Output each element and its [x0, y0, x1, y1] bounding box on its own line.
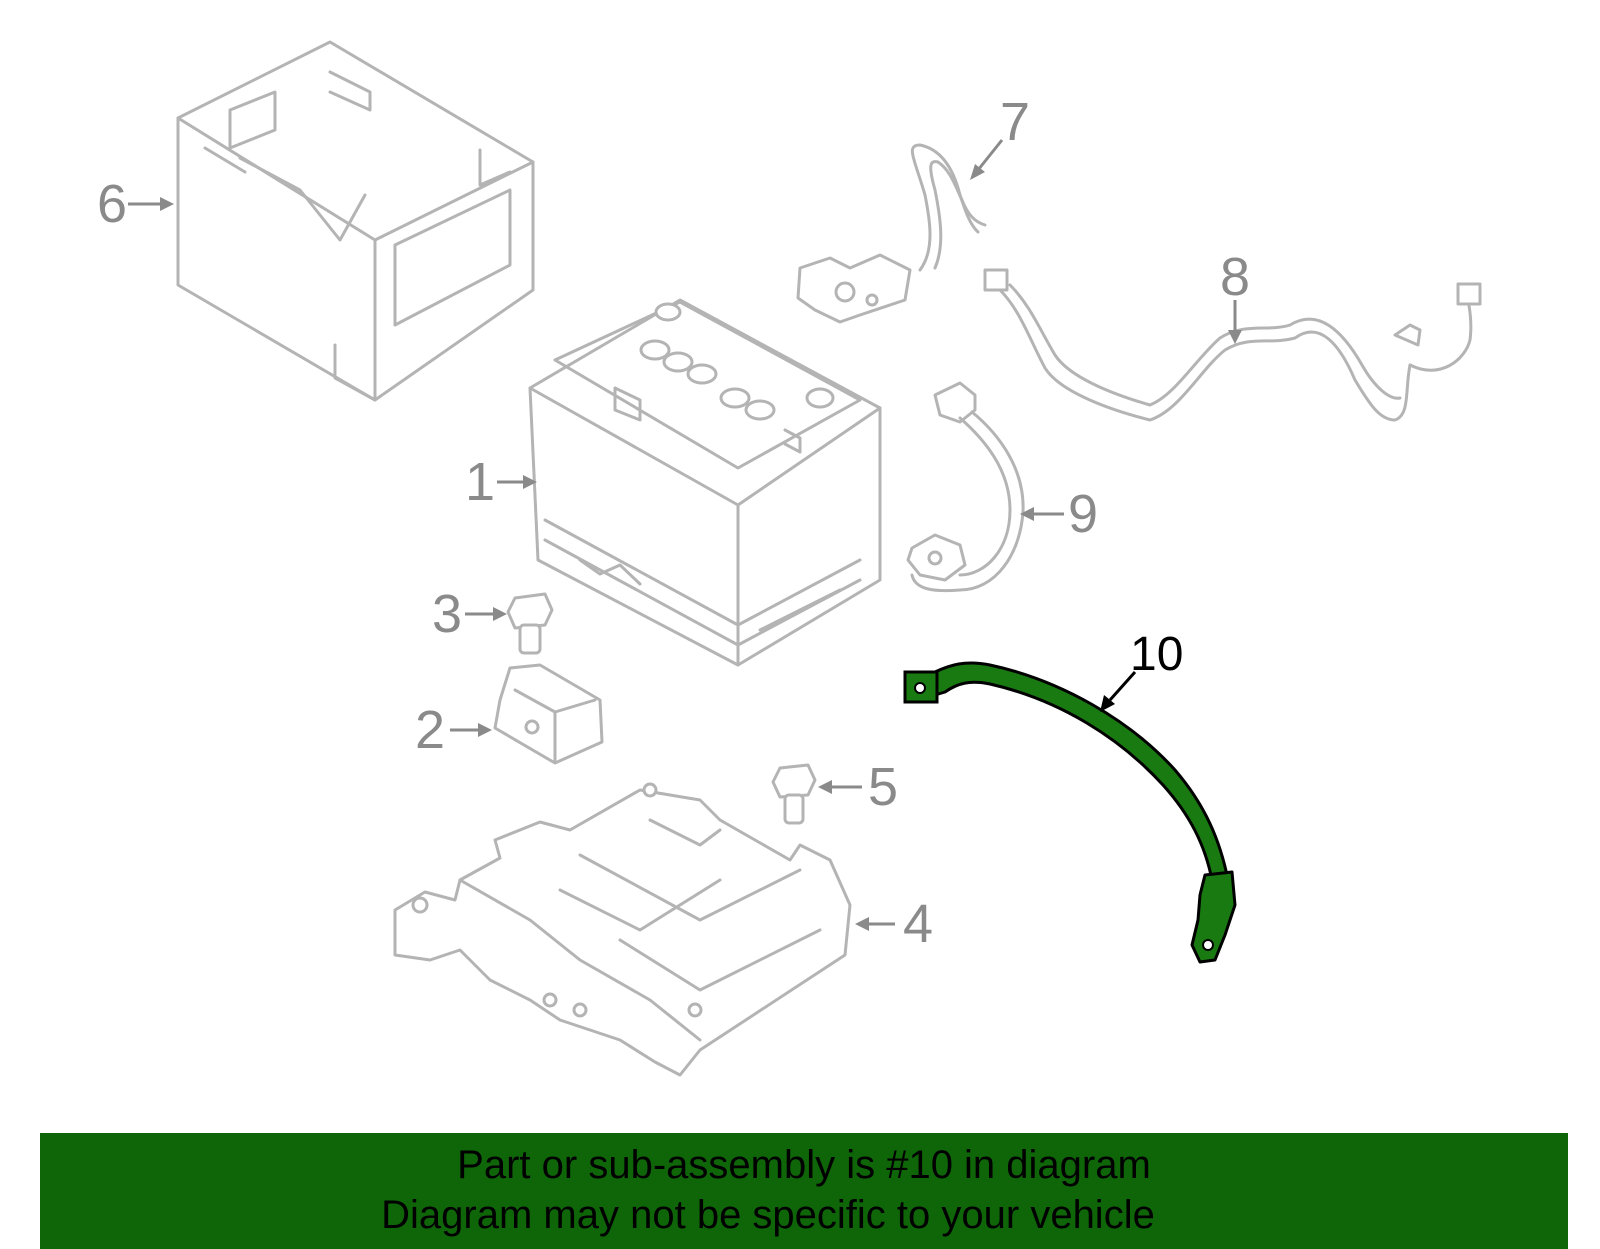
- svg-text:10: 10: [1130, 628, 1183, 681]
- part-battery-tray[interactable]: [393, 782, 852, 1077]
- callout-1: 1: [465, 452, 537, 512]
- part-ground-cable-highlighted[interactable]: [903, 661, 1237, 964]
- svg-text:6: 6: [97, 174, 127, 234]
- footer-line-part-number: Part or sub-assembly is #10 in diagram: [457, 1143, 1151, 1187]
- svg-text:2: 2: [415, 700, 445, 760]
- svg-text:4: 4: [903, 894, 933, 954]
- part-bolt-5[interactable]: [771, 763, 817, 825]
- callout-8: 8: [1220, 247, 1250, 344]
- part-battery[interactable]: [528, 298, 882, 667]
- part-wire-harness[interactable]: [983, 268, 1482, 422]
- callout-4: 4: [855, 894, 933, 954]
- part-sensor-cable[interactable]: [906, 381, 1025, 593]
- part-battery-cover[interactable]: [176, 40, 535, 402]
- part-positive-cable-terminal[interactable]: [796, 143, 987, 324]
- svg-text:7: 7: [1000, 92, 1030, 152]
- callout-6: 6: [97, 174, 174, 234]
- footer-line-disclaimer: Diagram may not be specific to your vehi…: [381, 1193, 1155, 1237]
- part-bolt-3[interactable]: [506, 592, 554, 655]
- parts-diagram: 1 2 3 4 5 6 7 8 9 10: [97, 40, 1482, 1077]
- callout-9: 9: [1020, 484, 1098, 544]
- callout-2: 2: [415, 700, 492, 760]
- callout-3: 3: [432, 584, 507, 644]
- svg-text:9: 9: [1068, 484, 1098, 544]
- svg-text:3: 3: [432, 584, 462, 644]
- svg-text:1: 1: [465, 452, 495, 512]
- part-hold-down-bracket[interactable]: [493, 663, 604, 765]
- svg-text:5: 5: [868, 757, 898, 817]
- svg-text:8: 8: [1220, 247, 1250, 307]
- callout-10-highlighted: 10: [1100, 628, 1183, 712]
- footer-banner: Part or sub-assembly is #10 in diagram D…: [40, 1133, 1568, 1249]
- callout-7: 7: [970, 92, 1030, 180]
- callout-5: 5: [818, 757, 898, 817]
